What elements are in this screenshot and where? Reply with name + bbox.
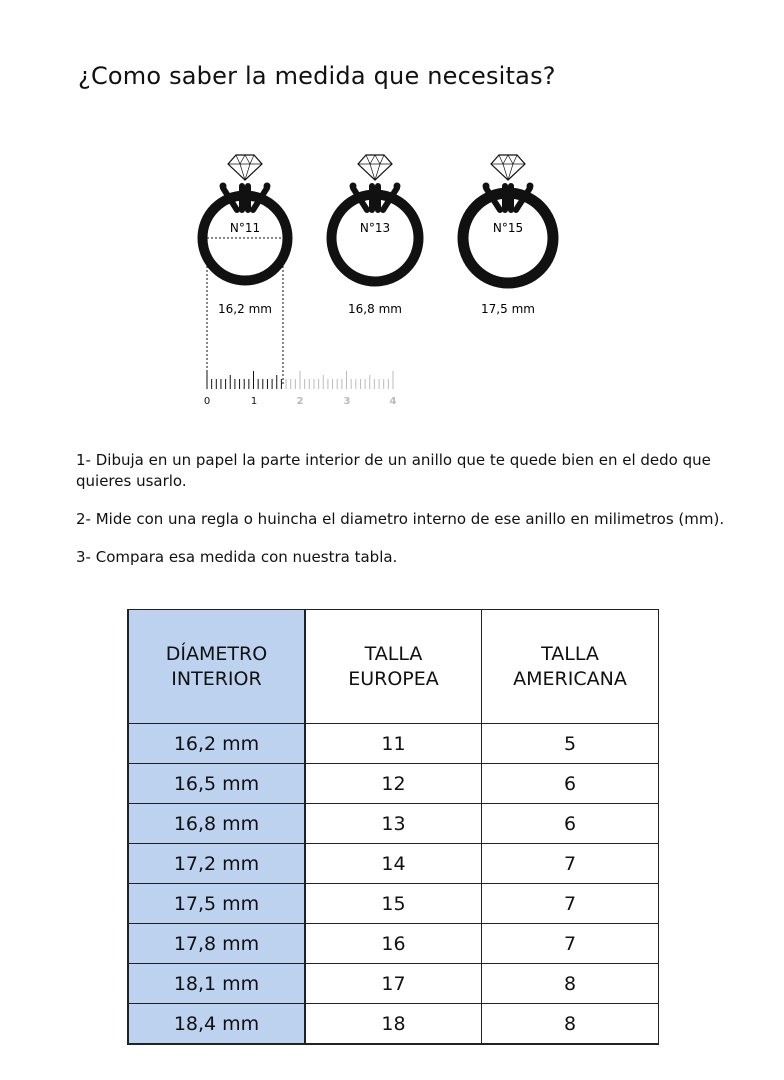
cell-european: 13 [304, 803, 482, 844]
cell-american: 5 [481, 723, 659, 764]
cell-european: 15 [304, 883, 482, 924]
cell-american: 7 [481, 843, 659, 884]
ring-size-15: N°15 [457, 154, 559, 289]
cell-diameter: 18,4 mm [127, 1003, 306, 1045]
cell-diameter: 16,5 mm [127, 763, 306, 804]
ring-size-13: N°13 [326, 154, 424, 287]
cell-diameter: 16,8 mm [127, 803, 306, 844]
diamond-icon [357, 154, 393, 181]
ring-label: N°11 [230, 221, 260, 235]
cell-diameter: 17,8 mm [127, 923, 306, 964]
cell-european: 18 [304, 1003, 482, 1045]
ring-label: N°15 [493, 221, 523, 235]
cell-diameter: 18,1 mm [127, 963, 306, 1004]
ring-label: N°13 [360, 221, 390, 235]
ruler-label: 2 [297, 396, 304, 407]
size-table: DÍAMETRO INTERIOR TALLA EUROPEA TALLA AM… [127, 609, 659, 1045]
diamond-icon [490, 154, 526, 181]
cell-european: 17 [304, 963, 482, 1004]
cell-european: 16 [304, 923, 482, 964]
header-diameter: DÍAMETRO INTERIOR [127, 609, 306, 724]
cell-diameter: 17,5 mm [127, 883, 306, 924]
ring-size-11: N°11 [197, 154, 293, 286]
cell-diameter: 17,2 mm [127, 843, 306, 884]
ring-measure: 16,2 mm [218, 302, 272, 316]
step-3: 3- Compara esa medida con nuestra tabla. [76, 548, 398, 566]
step-1: 1- Dibuja en un papel la parte interior … [76, 451, 711, 490]
ruler [206, 371, 394, 389]
cell-american: 7 [481, 923, 659, 964]
cell-european: 14 [304, 843, 482, 884]
cell-european: 12 [304, 763, 482, 804]
header-american-size: TALLA AMERICANA [481, 609, 659, 724]
diamond-icon [227, 154, 263, 181]
ruler-label: 3 [344, 396, 351, 407]
cell-american: 8 [481, 1003, 659, 1045]
page-title: ¿Como saber la medida que necesitas? [78, 62, 556, 90]
ring-measure: 16,8 mm [348, 302, 402, 316]
table-header-row: DÍAMETRO INTERIOR TALLA EUROPEA TALLA AM… [127, 609, 659, 724]
cell-american: 6 [481, 803, 659, 844]
instructions: 1- Dibuja en un papel la parte interior … [76, 450, 746, 585]
step-2: 2- Mide con una regla o huincha el diame… [76, 510, 725, 528]
cell-american: 6 [481, 763, 659, 804]
ring-illustration: N°11 16,2 mm N°13 16,8 mm N°15 17,5 mm 0… [197, 154, 559, 407]
header-european-size: TALLA EUROPEA [304, 609, 482, 724]
ruler-label: 0 [204, 396, 210, 407]
cell-european: 11 [304, 723, 482, 764]
ring-measure: 17,5 mm [481, 302, 535, 316]
ruler-label: 4 [390, 396, 397, 407]
ruler-label: 1 [251, 396, 257, 407]
cell-diameter: 16,2 mm [127, 723, 306, 764]
cell-american: 7 [481, 883, 659, 924]
cell-american: 8 [481, 963, 659, 1004]
